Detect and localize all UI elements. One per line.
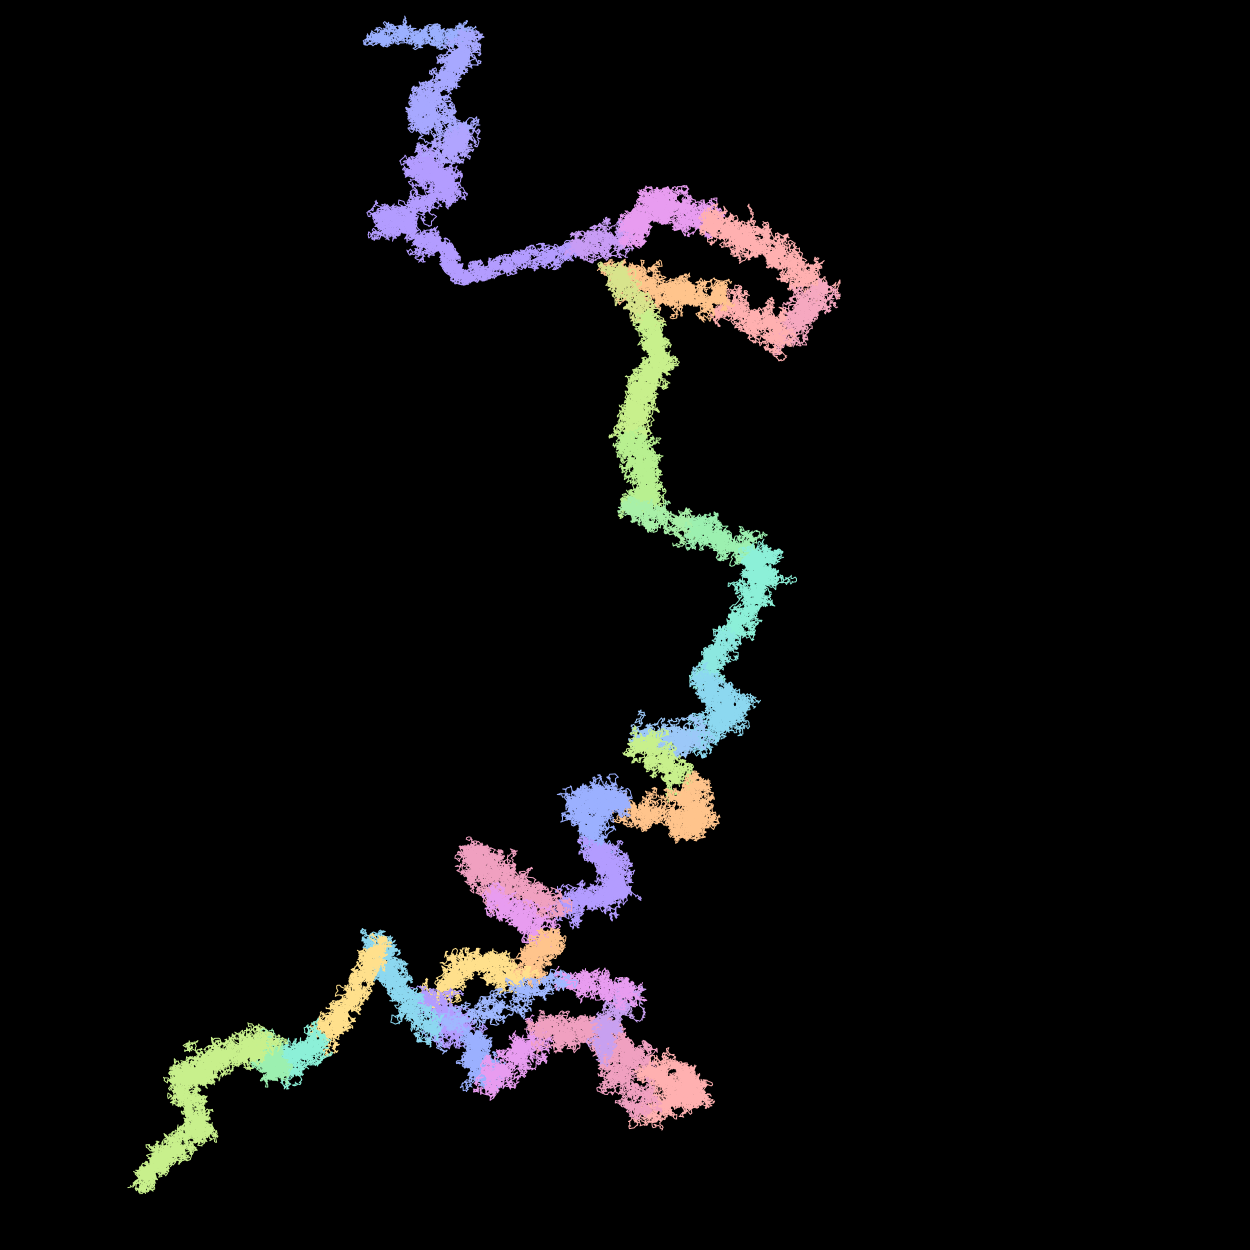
walk-trace-segment bbox=[308, 984, 364, 1041]
walk-trace-segment bbox=[618, 433, 661, 489]
walk-trace-segment bbox=[407, 156, 468, 201]
walk-trace-segment bbox=[385, 978, 445, 1037]
walk-trace-segment bbox=[132, 1150, 170, 1193]
walk-trace-segment bbox=[441, 29, 485, 84]
walk-trace-segment bbox=[481, 1029, 552, 1101]
walk-trace-segment bbox=[634, 1083, 716, 1131]
walk-trace-segment bbox=[605, 262, 660, 330]
walk-trace-segment bbox=[681, 698, 751, 741]
walk-trace-segment bbox=[550, 863, 633, 922]
walk-trace-segment bbox=[433, 968, 579, 1034]
walk-trace-segment bbox=[529, 1014, 610, 1051]
walk-trace-segment bbox=[510, 927, 567, 988]
walk-trace-segment bbox=[145, 1120, 219, 1174]
walk-trace-segment bbox=[563, 792, 617, 864]
walk-trace-segment bbox=[179, 1047, 236, 1086]
walk-trace-segment bbox=[596, 1046, 663, 1119]
walk-trace-segment bbox=[511, 239, 586, 271]
walk-trace-segment bbox=[413, 67, 454, 119]
walk-trace-segment bbox=[556, 785, 615, 867]
walk-trace-segment bbox=[405, 95, 481, 149]
walk-trace-segment bbox=[589, 1042, 644, 1113]
walk-trace-segment bbox=[481, 889, 561, 951]
walk-trace-segment bbox=[366, 199, 450, 256]
walk-trace-segment bbox=[208, 1022, 281, 1068]
walk-trace-segment bbox=[711, 298, 791, 348]
walk-trace-segment bbox=[627, 732, 696, 801]
walk-trace-segment bbox=[703, 216, 757, 252]
walk-trace-segment bbox=[657, 278, 736, 312]
walk-trace-segment bbox=[644, 188, 712, 233]
walk-trace-segment bbox=[615, 378, 657, 440]
walk-trace-segment bbox=[615, 436, 663, 501]
walk-trace-segment bbox=[585, 984, 636, 1059]
walk-trace-segment bbox=[617, 499, 708, 534]
walk-trace-segment bbox=[334, 933, 389, 1004]
walk-trace-segment bbox=[725, 576, 769, 642]
walk-trace-segment bbox=[700, 626, 739, 683]
walk-trace-segment bbox=[454, 253, 531, 286]
walk-trace-segment bbox=[616, 786, 707, 844]
walk-trace-segment bbox=[380, 176, 457, 232]
walk-trace-segment bbox=[625, 351, 680, 398]
walk-trace-segment bbox=[167, 1068, 214, 1147]
walk-trace-segment bbox=[370, 21, 478, 49]
walk-trace-segment bbox=[420, 971, 566, 1042]
walk-trace-segment bbox=[268, 1030, 323, 1090]
walk-trace-segment bbox=[749, 221, 828, 296]
